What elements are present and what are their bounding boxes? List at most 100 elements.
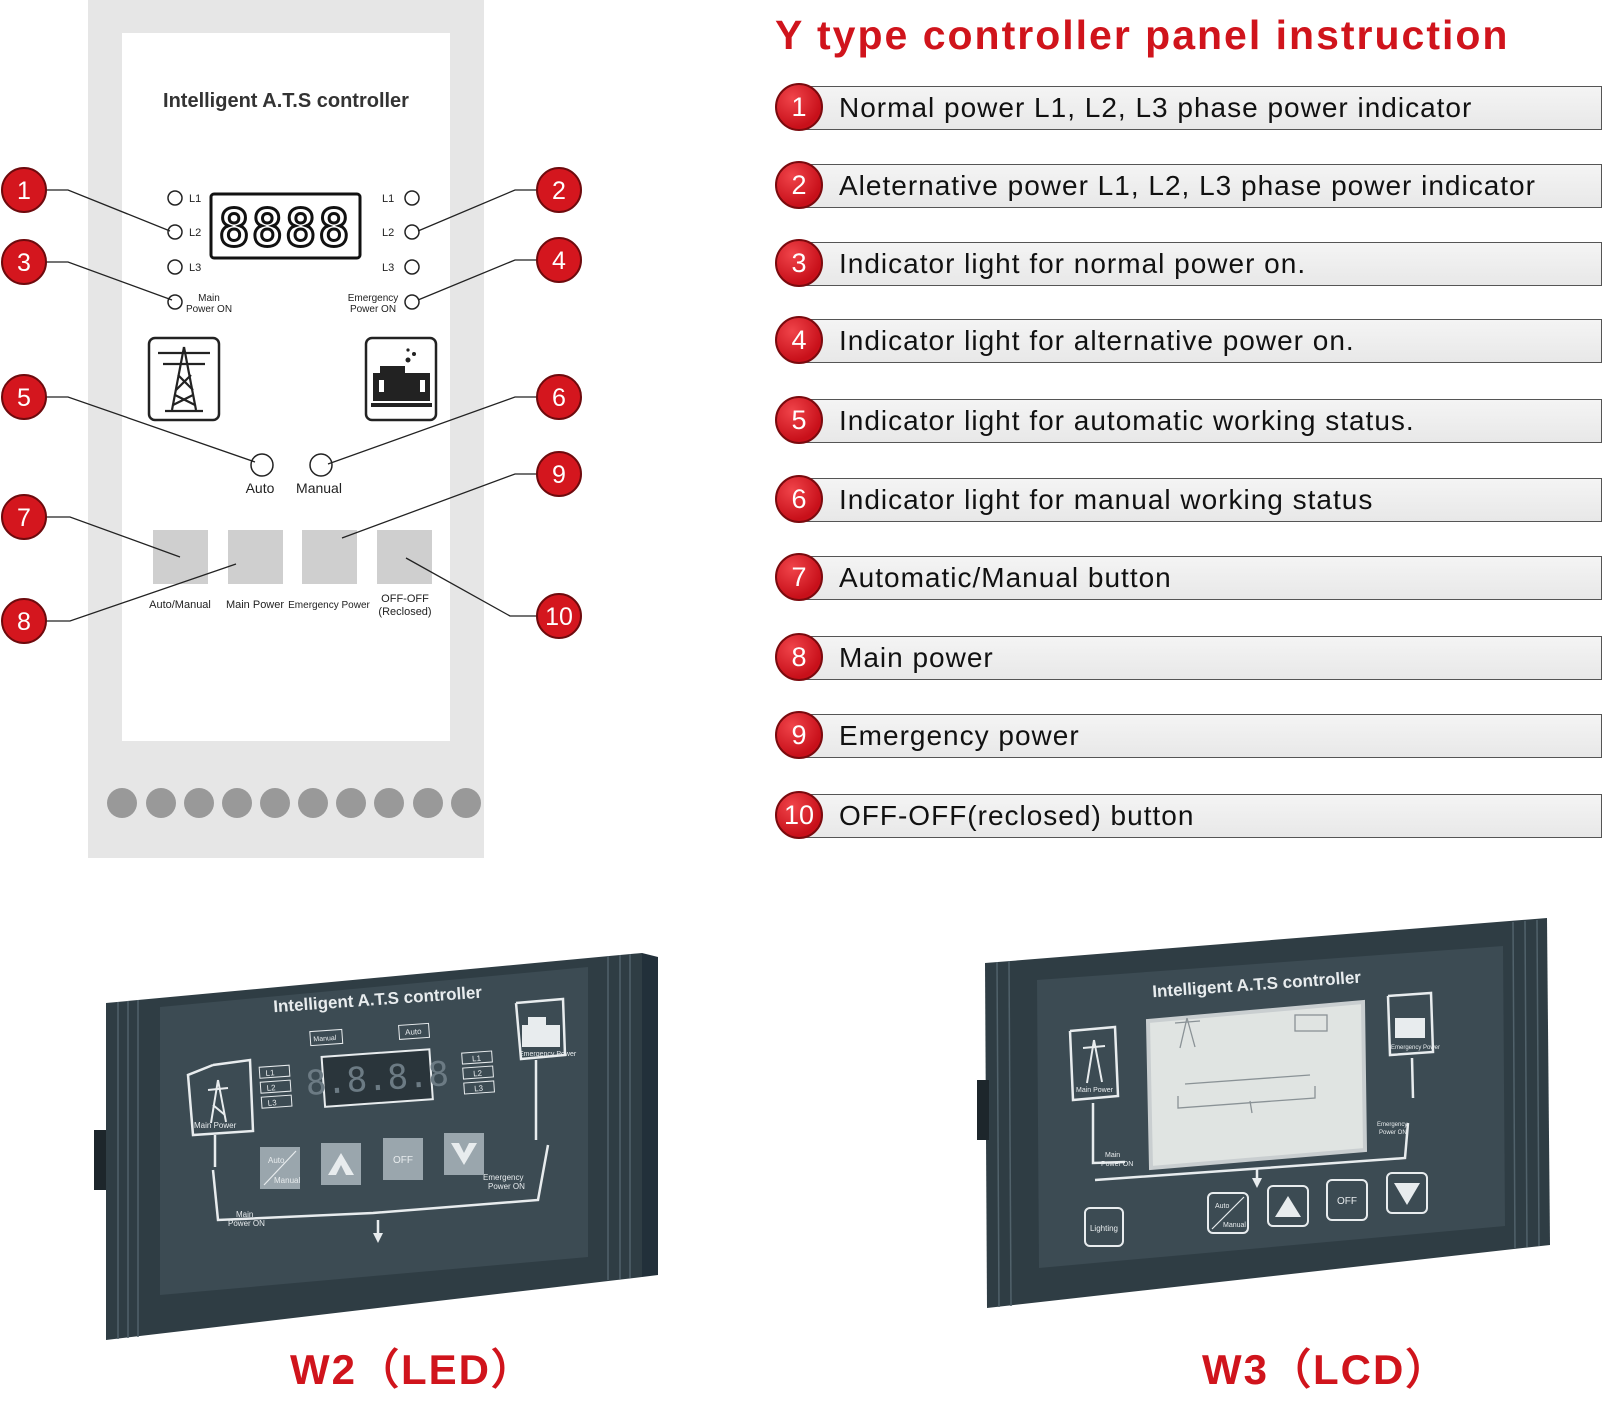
w2-left-l1: L1 bbox=[265, 1068, 275, 1078]
instruction-bar bbox=[797, 319, 1602, 363]
svg-text:Manual: Manual bbox=[1223, 1222, 1246, 1229]
left-l2-label: L2 bbox=[189, 227, 201, 239]
led-alt-l1 bbox=[404, 190, 420, 206]
svg-text:4: 4 bbox=[552, 247, 566, 275]
left-l3-label: L3 bbox=[189, 262, 201, 274]
callout-7: 7 bbox=[1, 494, 47, 540]
instruction-text: Indicator light for normal power on. bbox=[839, 248, 1307, 279]
svg-text:2: 2 bbox=[552, 177, 566, 205]
callout-10: 10 bbox=[536, 593, 582, 639]
led-alt-l3 bbox=[404, 259, 420, 275]
emergency-power-button[interactable] bbox=[302, 530, 357, 584]
emergency-power-on-label-2: Power ON bbox=[350, 304, 396, 315]
generator-icon bbox=[364, 336, 438, 422]
led-normal-l3 bbox=[167, 259, 183, 275]
led-auto bbox=[250, 453, 274, 477]
instruction-text: Indicator light for manual working statu… bbox=[839, 484, 1374, 515]
w2-auto-manual-button[interactable]: Auto Manual bbox=[260, 1147, 300, 1189]
instruction-text: Automatic/Manual button bbox=[839, 562, 1172, 593]
callout-6: 6 bbox=[536, 374, 582, 420]
instruction-number: 7 bbox=[775, 553, 823, 601]
w3-lcd-screen bbox=[1145, 999, 1368, 1171]
instruction-number: 2 bbox=[775, 161, 823, 209]
callout-9: 9 bbox=[536, 451, 582, 497]
emergency-power-button-label: Emergency Power bbox=[288, 600, 370, 611]
instruction-text: Emergency power bbox=[839, 720, 1080, 751]
w3-main-power-on-1: Main bbox=[1105, 1152, 1120, 1159]
instruction-number: 4 bbox=[775, 316, 823, 364]
w2-generator-icon bbox=[522, 1017, 560, 1047]
instruction-bar bbox=[797, 794, 1602, 838]
instruction-bar bbox=[797, 636, 1602, 680]
main-power-on-label-1: Main bbox=[198, 293, 220, 304]
callout-2: 2 bbox=[536, 167, 582, 213]
callout-5: 5 bbox=[1, 374, 47, 420]
w2-main-power-on-2: Power ON bbox=[228, 1219, 265, 1228]
instruction-bar bbox=[797, 164, 1602, 208]
main-power-button[interactable] bbox=[228, 530, 283, 584]
seven-segment-display bbox=[209, 192, 362, 260]
w2-emergency-power-label: Emergency Power bbox=[519, 1051, 577, 1058]
led-normal-l2 bbox=[167, 224, 183, 240]
right-l2-label: L2 bbox=[382, 227, 394, 239]
instruction-title: Y type controller panel instruction bbox=[775, 12, 1510, 58]
svg-text:5: 5 bbox=[17, 384, 31, 412]
w3-down-button[interactable] bbox=[1386, 1172, 1428, 1214]
w3-auto-manual-button[interactable]: Auto Manual bbox=[1207, 1192, 1249, 1234]
terminal-row bbox=[107, 788, 481, 818]
instruction-bar bbox=[797, 556, 1602, 600]
off-off-button[interactable] bbox=[377, 530, 432, 584]
led-emergency-power-on bbox=[404, 294, 420, 310]
w2-emergency-power-on-1: Emergency bbox=[483, 1173, 523, 1182]
w2-off-button[interactable]: OFF bbox=[383, 1138, 423, 1180]
callout-leaders bbox=[46, 189, 537, 622]
svg-text:3: 3 bbox=[17, 249, 31, 277]
w2-right-l1: L1 bbox=[472, 1054, 482, 1064]
instruction-text: Normal power L1, L2, L3 phase power indi… bbox=[839, 92, 1473, 123]
instruction-bar bbox=[797, 86, 1602, 130]
display-value: 8888 bbox=[218, 199, 351, 259]
svg-text:Lighting: Lighting bbox=[1090, 1224, 1118, 1233]
w3-emergency-power-label: Emergency Power bbox=[1391, 1045, 1440, 1051]
w2-led-controller-photo: Intelligent A.T.S controller 8.8.8.8 L1 … bbox=[94, 953, 658, 1340]
instruction-number: 1 bbox=[775, 83, 823, 131]
instruction-number: 3 bbox=[775, 239, 823, 287]
callout-3: 3 bbox=[1, 239, 47, 285]
manual-label: Manual bbox=[296, 480, 342, 496]
auto-manual-button[interactable] bbox=[153, 530, 208, 584]
w2-down-button[interactable] bbox=[444, 1133, 484, 1175]
auto-manual-button-label: Auto/Manual bbox=[149, 599, 211, 611]
svg-text:10: 10 bbox=[545, 603, 573, 631]
instruction-number: 5 bbox=[775, 396, 823, 444]
led-main-power-on bbox=[167, 294, 183, 310]
instruction-item: 3 Indicator light for normal power on. bbox=[775, 239, 1606, 289]
w3-caption: W3（LCD） bbox=[1202, 1346, 1450, 1393]
svg-text:OFF: OFF bbox=[1337, 1196, 1357, 1207]
w3-up-button[interactable] bbox=[1267, 1185, 1309, 1227]
right-l3-label: L3 bbox=[382, 262, 394, 274]
led-alt-l2 bbox=[404, 224, 420, 240]
w2-main-power-label: Main Power bbox=[194, 1121, 237, 1130]
controller-panel-diagram: Intelligent A.T.S controller 8888 L1 L2 … bbox=[1, 0, 582, 858]
w3-lcd-controller-photo: Intelligent A.T.S controller Main Power … bbox=[977, 918, 1550, 1308]
instruction-item: 1 Normal power L1, L2, L3 phase power ind… bbox=[775, 83, 1606, 133]
w3-off-button[interactable]: OFF bbox=[1326, 1179, 1368, 1221]
w3-generator-icon bbox=[1395, 1018, 1425, 1038]
led-manual bbox=[309, 453, 333, 477]
instruction-number: 6 bbox=[775, 475, 823, 523]
w3-lighting-button[interactable]: Lighting bbox=[1084, 1207, 1124, 1247]
instruction-bar bbox=[797, 478, 1602, 522]
instruction-number: 10 bbox=[775, 791, 823, 839]
svg-text:8: 8 bbox=[17, 608, 31, 636]
panel-title: Intelligent A.T.S controller bbox=[163, 90, 409, 112]
w2-left-l3: L3 bbox=[267, 1098, 277, 1108]
instruction-text: Indicator light for automatic working st… bbox=[839, 405, 1415, 436]
callout-8: 8 bbox=[1, 598, 47, 644]
instruction-number: 8 bbox=[775, 633, 823, 681]
instruction-bar bbox=[797, 242, 1602, 286]
w2-tag-auto: Auto bbox=[405, 1027, 423, 1037]
instruction-item: 6 Indicator light for manual working stat… bbox=[775, 475, 1606, 525]
led-normal-l1 bbox=[167, 190, 183, 206]
w2-up-button[interactable] bbox=[321, 1143, 361, 1185]
